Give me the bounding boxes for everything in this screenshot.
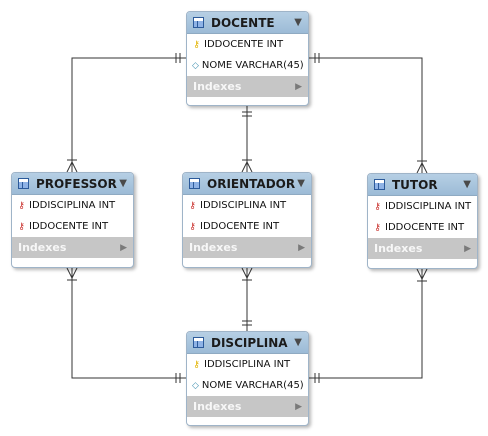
column-label: IDDOCENTE INT	[200, 221, 280, 232]
column-diamond-icon: ◇	[192, 60, 199, 71]
column-label: NOME VARCHAR(45)	[201, 380, 304, 391]
column-row[interactable]: ⚷ IDDISCIPLINA INT	[183, 195, 311, 216]
indexes-label: Indexes	[193, 400, 242, 413]
table-title: TUTOR	[392, 177, 438, 192]
foreign-key-icon: ⚷	[374, 201, 381, 212]
foreign-key-icon: ⚷	[18, 200, 25, 211]
table-icon	[189, 178, 200, 189]
one-marker-disciplina-left	[175, 373, 181, 383]
table-disciplina[interactable]: DISCIPLINA ▼ ⚷ IDDISCIPLINA INT ◇ NOME V…	[186, 331, 309, 426]
column-label: IDDISCIPLINA INT	[200, 200, 287, 211]
many-marker-orientador-bottom	[241, 267, 253, 281]
table-professor[interactable]: PROFESSOR ▼ ⚷ IDDISCIPLINA INT ⚷ IDDOCEN…	[11, 172, 134, 268]
table-header[interactable]: DOCENTE ▼	[187, 12, 308, 34]
foreign-key-icon: ⚷	[18, 221, 25, 232]
table-title: DOCENTE	[211, 15, 275, 30]
one-marker-disciplina-right	[314, 373, 320, 383]
one-marker-disciplina-top	[242, 320, 252, 326]
table-title: PROFESSOR	[36, 176, 117, 191]
table-icon	[18, 178, 29, 189]
column-row[interactable]: ⚷ IDDOCENTE INT	[12, 216, 133, 237]
column-label: IDDOCENTE INT	[29, 221, 109, 232]
table-icon	[374, 179, 385, 190]
many-marker-orientador-top	[241, 159, 253, 173]
many-marker-professor-bottom	[66, 267, 78, 281]
table-header[interactable]: ORIENTADOR ▼	[183, 173, 311, 195]
indexes-label: Indexes	[193, 80, 242, 93]
column-row[interactable]: ◇ NOME VARCHAR(45)	[187, 375, 308, 396]
column-diamond-icon: ◇	[192, 380, 199, 391]
indexes-label: Indexes	[374, 242, 423, 255]
chevron-down-icon[interactable]: ▼	[297, 178, 305, 189]
relationship-docente-professor	[71, 57, 186, 172]
expand-arrow-icon[interactable]: ▶	[464, 243, 471, 254]
indexes-label: Indexes	[18, 241, 67, 254]
indexes-section[interactable]: Indexes ▶	[187, 396, 308, 417]
one-marker-docente-right	[314, 53, 320, 63]
indexes-section[interactable]: Indexes ▶	[368, 238, 477, 259]
expand-arrow-icon[interactable]: ▶	[298, 242, 305, 253]
expand-arrow-icon[interactable]: ▶	[295, 401, 302, 412]
relationship-docente-tutor	[309, 57, 423, 173]
table-title: ORIENTADOR	[207, 176, 296, 191]
one-marker-docente-bottom	[242, 111, 252, 117]
table-icon	[193, 17, 204, 28]
column-row[interactable]: ◇ NOME VARCHAR(45)	[187, 55, 308, 76]
column-row[interactable]: ⚷ IDDISCIPLINA INT	[187, 354, 308, 375]
indexes-section[interactable]: Indexes ▶	[12, 237, 133, 258]
table-orientador[interactable]: ORIENTADOR ▼ ⚷ IDDISCIPLINA INT ⚷ IDDOCE…	[182, 172, 312, 268]
table-title: DISCIPLINA	[211, 335, 288, 350]
indexes-label: Indexes	[189, 241, 238, 254]
table-header[interactable]: PROFESSOR ▼	[12, 173, 133, 195]
column-label: IDDISCIPLINA INT	[385, 201, 472, 212]
column-label: IDDOCENTE INT	[385, 222, 465, 233]
column-row[interactable]: ⚷ IDDOCENTE INT	[187, 34, 308, 55]
indexes-section[interactable]: Indexes ▶	[183, 237, 311, 258]
foreign-key-icon: ⚷	[189, 221, 196, 232]
foreign-key-icon: ⚷	[189, 200, 196, 211]
column-row[interactable]: ⚷ IDDOCENTE INT	[368, 217, 477, 238]
table-icon	[193, 337, 204, 348]
column-row[interactable]: ⚷ IDDISCIPLINA INT	[12, 195, 133, 216]
column-label: IDDISCIPLINA INT	[29, 200, 116, 211]
column-row[interactable]: ⚷ IDDISCIPLINA INT	[368, 196, 477, 217]
many-marker-tutor-bottom	[416, 268, 428, 282]
column-label: IDDOCENTE INT	[204, 39, 284, 50]
relationship-disciplina-professor	[71, 268, 186, 379]
table-header[interactable]: TUTOR ▼	[368, 174, 477, 196]
chevron-down-icon[interactable]: ▼	[294, 17, 302, 28]
primary-key-icon: ⚷	[193, 359, 200, 370]
many-marker-professor-top	[66, 159, 78, 173]
column-label: NOME VARCHAR(45)	[201, 60, 304, 71]
relationship-disciplina-tutor	[309, 269, 423, 379]
column-label: IDDISCIPLINA INT	[204, 359, 291, 370]
table-docente[interactable]: DOCENTE ▼ ⚷ IDDOCENTE INT ◇ NOME VARCHAR…	[186, 11, 309, 106]
many-marker-tutor-top	[416, 160, 428, 174]
table-tutor[interactable]: TUTOR ▼ ⚷ IDDISCIPLINA INT ⚷ IDDOCENTE I…	[367, 173, 478, 269]
chevron-down-icon[interactable]: ▼	[463, 179, 471, 190]
expand-arrow-icon[interactable]: ▶	[295, 81, 302, 92]
chevron-down-icon[interactable]: ▼	[294, 337, 302, 348]
table-header[interactable]: DISCIPLINA ▼	[187, 332, 308, 354]
expand-arrow-icon[interactable]: ▶	[120, 242, 127, 253]
foreign-key-icon: ⚷	[374, 222, 381, 233]
indexes-section[interactable]: Indexes ▶	[187, 76, 308, 97]
column-row[interactable]: ⚷ IDDOCENTE INT	[183, 216, 311, 237]
chevron-down-icon[interactable]: ▼	[119, 178, 127, 189]
one-marker-docente-left	[175, 53, 181, 63]
primary-key-icon: ⚷	[193, 39, 200, 50]
